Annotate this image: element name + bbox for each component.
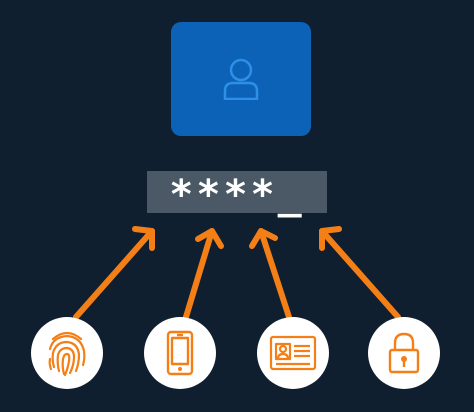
id-card-icon	[269, 335, 317, 371]
idcard-method	[257, 317, 329, 389]
padlock-icon	[388, 332, 420, 374]
password-masked-text: ****_	[169, 172, 305, 218]
phone-method	[144, 317, 216, 389]
arrow-lock	[319, 226, 401, 320]
fingerprint-method	[31, 317, 103, 389]
arrow-phone	[183, 228, 224, 320]
smartphone-icon	[166, 330, 194, 376]
password-field: ****_	[147, 171, 327, 218]
profile-card	[171, 22, 311, 136]
arrow-fingerprint	[73, 226, 155, 320]
lock-method	[368, 317, 440, 389]
arrow-idcard	[249, 228, 292, 320]
fingerprint-icon	[48, 331, 86, 377]
user-icon	[223, 58, 259, 100]
